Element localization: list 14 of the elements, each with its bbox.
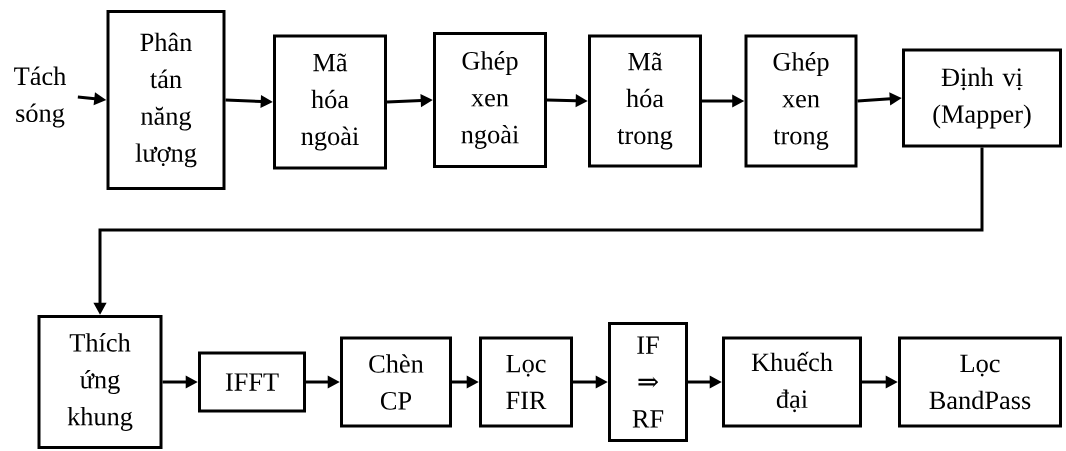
process-box: Mã hóa trong bbox=[588, 34, 702, 168]
process-box: Ghép xen trong bbox=[744, 34, 858, 168]
process-box: Khuếch đại bbox=[722, 336, 862, 428]
process-box: Phân tán năng lượng bbox=[106, 10, 226, 190]
process-box: Lọc FIR bbox=[479, 336, 573, 428]
process-box: Chèn CP bbox=[340, 336, 452, 428]
process-box: Ghép xen ngoài bbox=[433, 32, 547, 168]
process-box: Thích ứng khung bbox=[37, 315, 163, 449]
process-box: Định vị (Mapper) bbox=[902, 48, 1062, 148]
input-label: Tách sóng bbox=[14, 66, 66, 128]
process-box: Mã hóa ngoài bbox=[273, 34, 387, 170]
process-box: IFFT bbox=[198, 351, 306, 413]
process-box: Lọc BandPass bbox=[898, 336, 1062, 428]
process-box: IF ⇒ RF bbox=[608, 322, 688, 442]
